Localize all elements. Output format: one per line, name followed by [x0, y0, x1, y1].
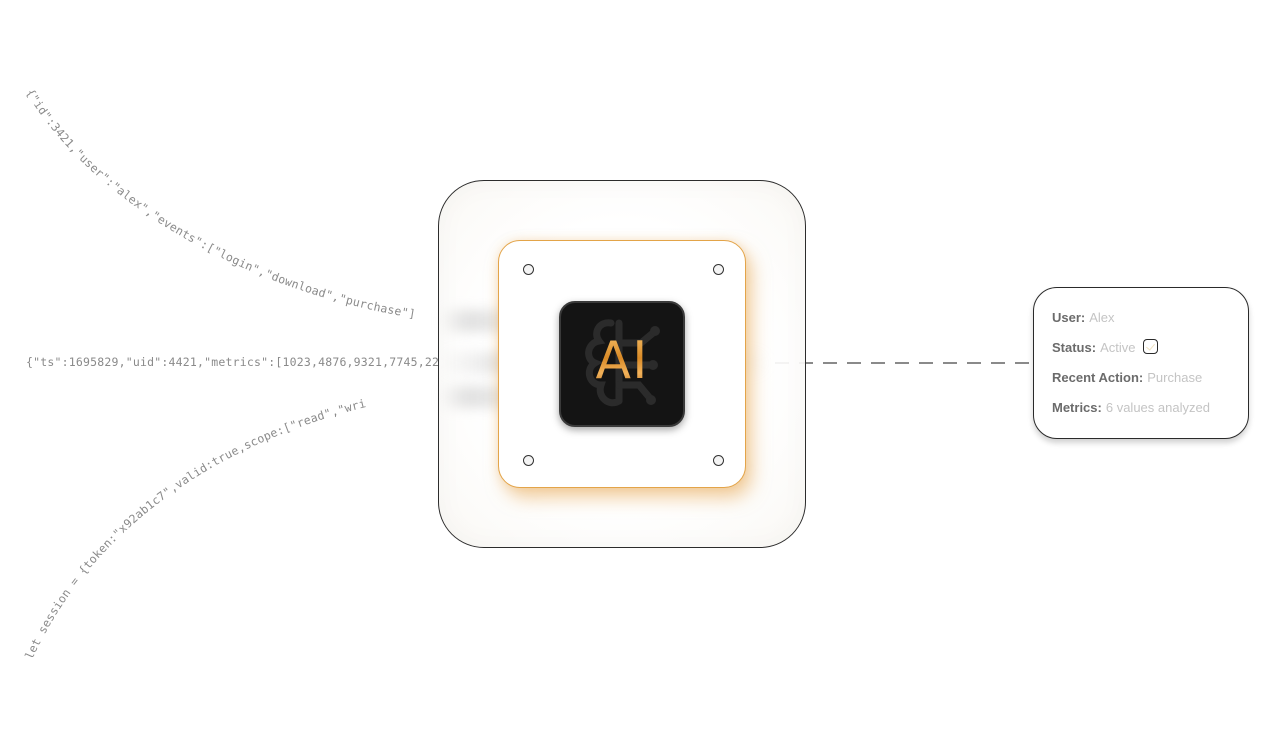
recent-action-value: Purchase: [1147, 370, 1203, 385]
stream-top-text: {"id":3421,"user":"alex","events":["logi…: [23, 86, 416, 321]
info-row-metrics: Metrics: 6 values analyzed: [1052, 398, 1248, 428]
brain-circuit-icon: [585, 319, 660, 407]
user-info-card: User: Alex Status: Active Recent Action:…: [1033, 287, 1249, 439]
user-value: Alex: [1089, 310, 1115, 325]
screw-icon: [523, 455, 534, 466]
stream-bottom-text: let session = {token:"x92ab1c7",valid:tr…: [22, 396, 367, 661]
ai-core[interactable]: AI: [559, 301, 685, 427]
screw-icon: [713, 264, 724, 275]
ai-label: AI: [561, 331, 683, 391]
user-key: User:: [1052, 310, 1086, 325]
screw-icon: [523, 264, 534, 275]
info-row-status: Status: Active: [1052, 338, 1248, 368]
metrics-value: 6 values analyzed: [1105, 400, 1210, 415]
status-value: Active: [1100, 340, 1136, 355]
info-row-recent-action: Recent Action: Purchase: [1052, 368, 1248, 398]
status-key: Status:: [1052, 340, 1097, 355]
recent-action-key: Recent Action:: [1052, 370, 1144, 385]
metrics-key: Metrics:: [1052, 400, 1102, 415]
screw-icon: [713, 455, 724, 466]
stream-middle-text: {"ts":1695829,"uid":4421,"metrics":[1023…: [26, 355, 439, 369]
info-row-user: User: Alex: [1052, 308, 1248, 338]
status-checkbox[interactable]: [1143, 339, 1159, 354]
